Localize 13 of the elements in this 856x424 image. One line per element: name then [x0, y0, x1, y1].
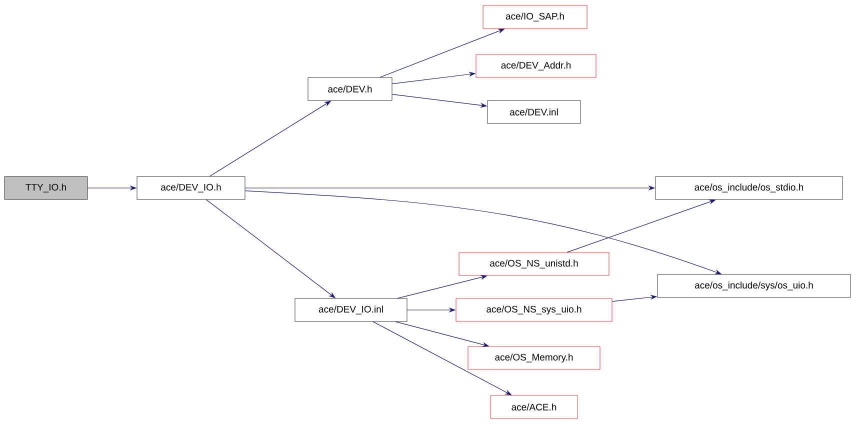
file-box: ace/os_include/os_stdio.h — [655, 176, 843, 200]
file-box: ace/DEV_Addr.h — [476, 54, 596, 78]
file-box: ace/DEV_IO.h — [136, 176, 246, 200]
file-box: ace/DEV_IO.inl — [294, 298, 408, 322]
file-box: ace/OS_NS_unistd.h — [458, 252, 610, 276]
file-box: ace/OS_NS_sys_uio.h — [456, 298, 612, 322]
file-box: ace/OS_Memory.h — [468, 346, 600, 370]
file-box: ace/ACE.h — [490, 395, 578, 419]
file-box: ace/IO_SAP.h — [482, 5, 588, 29]
file-box: ace/DEV.inl — [487, 100, 581, 124]
file-box: ace/os_include/sys/os_uio.h — [657, 274, 851, 298]
file-box: TTY_IO.h — [4, 176, 88, 200]
file-box: ace/DEV.h — [308, 77, 392, 101]
